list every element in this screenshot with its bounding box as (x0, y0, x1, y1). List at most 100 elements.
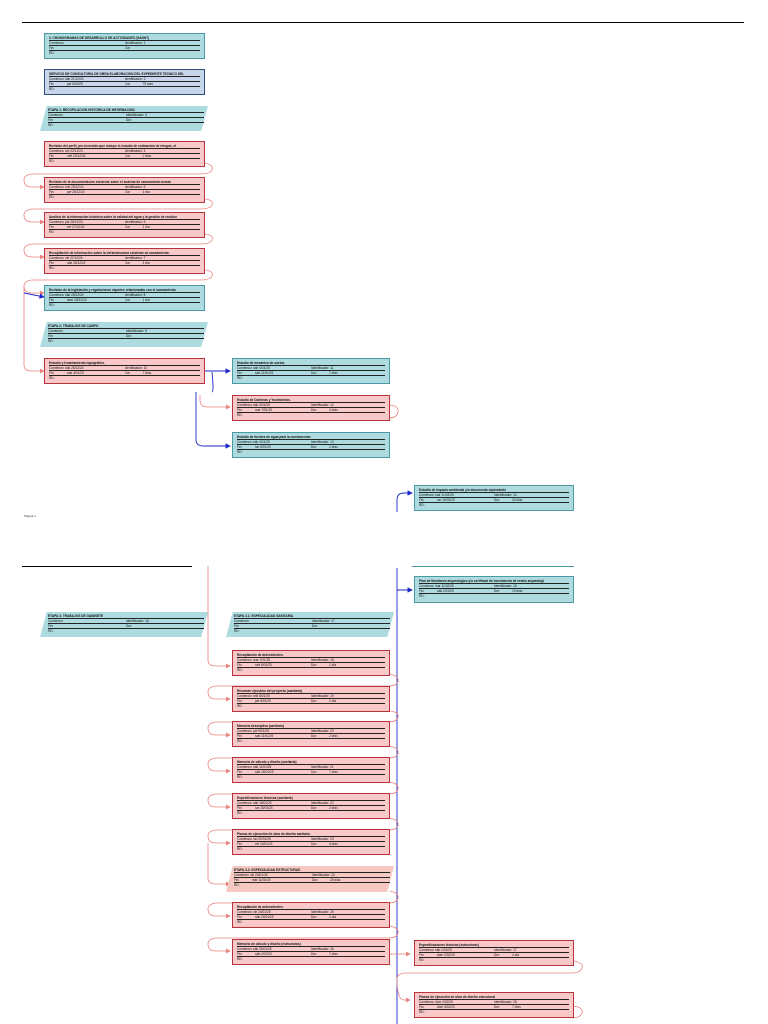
node-rd: RD: (49, 195, 55, 200)
node-fin-label: Fin: (48, 333, 54, 338)
node-id: Identificador: 5 (124, 184, 146, 189)
node-title: 3. CRONOGRAMAS DE DESARROLLO DE ACTIVIDA… (49, 36, 200, 41)
node-14[interactable]: Estudio de impacto ambiental y/o documen… (414, 485, 574, 511)
node-rd: RD: (49, 51, 55, 56)
node-20[interactable]: Memoria descriptiva (sanitaria) Comienzo… (232, 721, 390, 747)
node-23[interactable]: Planos de ejecución de obra de diseño sa… (232, 829, 390, 855)
node-title: Plan de Monitoreo arqueológico y/o certi… (419, 579, 569, 584)
node-title: Revisión de la legislación y regulacione… (49, 288, 200, 293)
node-end: mar 11/02/25 (252, 877, 271, 882)
node-start: Comienzo: vie 24/01/25 (237, 909, 271, 914)
node-5[interactable]: Revisión de la documentación existente s… (44, 177, 205, 203)
node-16[interactable]: ETAPA 3: TRABAJOS DE GABINETE Comienzo:I… (40, 612, 208, 637)
node-dur-label: Dur: (311, 662, 318, 667)
trunk-left (207, 566, 231, 669)
node-dur: 1 día (142, 297, 150, 302)
node-id: Identificador: 24 (312, 872, 335, 877)
node-dur-label: Dur: (494, 952, 501, 957)
node-rd: RD: (48, 123, 54, 128)
node-id: Identificador: 7 (124, 255, 146, 260)
node-dur: 7 días (329, 370, 338, 375)
node-8[interactable]: Revisión de la legislación y regulacione… (44, 285, 205, 311)
node-dur-label: Dur: (311, 951, 318, 956)
node-fin-label: Fin: (48, 623, 54, 628)
node-26[interactable]: Memoria de cálculo y diseño (estructuras… (232, 939, 390, 965)
node-start: Comienzo: (48, 618, 64, 623)
node-end: sáb 1/02/25 (255, 951, 272, 956)
node-start: Comienzo: sáb 4/01/25 (237, 439, 270, 444)
node-27[interactable]: Especificaciones técnicas (estructuras) … (414, 940, 574, 966)
node-4[interactable]: Revisión del perfil, pre-Inversión que i… (44, 141, 205, 167)
link-7-8 (23, 269, 213, 296)
node-dur-label: Dur: (126, 117, 133, 122)
node-10[interactable]: Estudio y levantamiento topográfico. Com… (44, 358, 205, 384)
node-dur: 2 días (329, 805, 338, 810)
node-6[interactable]: Análisis de la información histórica sob… (44, 212, 205, 238)
node-id: Identificador: 18 (311, 657, 334, 662)
node-fin-label: Fin: (237, 951, 243, 956)
node-dur: 1 día (329, 914, 337, 919)
node-fin-label: Fin: (48, 117, 54, 122)
node-end: mié 25/12/24 (67, 153, 86, 158)
node-dur: 7 días (512, 1004, 521, 1009)
node-17[interactable]: ETAPA 3.1: ESPECIALIDAD SANITARIA Comien… (226, 612, 394, 637)
node-rd: RD: (49, 159, 55, 164)
node-13[interactable]: Estudio de fuentes de agua para la const… (232, 432, 390, 458)
node-rd: RD: (234, 883, 240, 888)
node-dur: 1 día (329, 662, 337, 667)
node-28[interactable]: Planos de ejecución de obra de diseño es… (414, 992, 574, 1018)
node-dur-label: Dur: (124, 45, 131, 50)
node-15[interactable]: Plan de Monitoreo arqueológico y/o certi… (414, 576, 574, 603)
node-rd: RD: (419, 594, 425, 599)
node-25[interactable]: Recopilación de antecedentes. Comienzo: … (232, 902, 390, 928)
node-end: dom 29/12/24 (67, 297, 87, 302)
link-12-loop (380, 404, 399, 419)
node-2[interactable]: SERVICIO DE CONSULTORIA DE OBRA ELABORAC… (44, 69, 205, 95)
node-rd: RD: (49, 230, 55, 235)
node-1[interactable]: 3. CRONOGRAMAS DE DESARROLLO DE ACTIVIDA… (44, 33, 205, 59)
node-rd: RD: (237, 376, 243, 381)
node-dur-label: Dur: (124, 370, 131, 375)
node-end: lun 6/01/25 (255, 444, 271, 449)
node-21[interactable]: Memoria de cálculo y diseño (sanitaria) … (232, 757, 390, 783)
node-end: sáb 1/03/25 (437, 588, 454, 593)
node-dur-label: Dur: (126, 333, 133, 338)
node-title: Memoria de cálculo y diseño (sanitaria) (237, 760, 385, 765)
node-id: Identificador: 22 (311, 800, 334, 805)
node-title: Estudio de fuentes de agua para la const… (237, 435, 385, 440)
node-end: jue 6/03/25 (67, 81, 83, 86)
node-title: Recopilación de antecedentes. (237, 653, 385, 658)
node-12[interactable]: Estudio de Canteras y Yacimientos. Comie… (232, 395, 390, 421)
node-title: Recopilación de información sobre la inf… (49, 251, 200, 256)
node-end: vie 27/12/24 (67, 224, 85, 229)
node-end: sáb 25/01/25 (255, 914, 274, 919)
node-19[interactable]: Resumen ejecutivo del proyecto (sanitari… (232, 686, 390, 712)
node-18[interactable]: Recopilación de antecedentes. Comienzo: … (232, 650, 390, 676)
node-start: Comienzo: mié 25/12/24 (49, 184, 84, 189)
node-rd: RD: (237, 957, 243, 962)
node-title: ETAPA 3: TRABAJOS DE GABINETE (48, 614, 204, 619)
node-title: ETAPA 2: TRABAJOS DE CAMPO (48, 324, 204, 329)
node-title: Planos de ejecución de obra de diseño es… (419, 995, 569, 1000)
node-start: Comienzo: jue 26/12/24 (49, 219, 83, 224)
node-end: lun 10/03/25 (437, 497, 455, 502)
node-11[interactable]: Estudio de mecánica de suelos. Comienzo:… (232, 358, 390, 384)
node-fin-label: Fin: (49, 370, 55, 375)
node-7[interactable]: Recopilación de información sobre la inf… (44, 248, 205, 274)
link-to-14 (396, 490, 413, 512)
link-to-15 (396, 568, 413, 593)
node-3[interactable]: ETAPA 1: RECOPILACION HISTORICA DE INFOR… (40, 106, 208, 131)
link-22-23 (207, 817, 399, 846)
node-24[interactable]: ETAPA 3.2: ESPECIALIDAD ESTRUCTURAS Comi… (226, 866, 394, 892)
node-9[interactable]: ETAPA 2: TRABAJOS DE CAMPO Comienzo:Iden… (40, 322, 208, 347)
link-23-24 (207, 843, 231, 887)
node-dur: 4 días (329, 841, 338, 846)
node-id: Identificador: 26 (311, 946, 334, 951)
node-id: Identificador: 1 (124, 40, 146, 45)
node-fin-label: Fin: (419, 1004, 425, 1009)
node-id: Identificador: 25 (311, 909, 334, 914)
node-fin-label: Fin: (234, 623, 240, 628)
node-end: vie 24/01/25 (255, 841, 273, 846)
node-22[interactable]: Especificaciones técnicas (sanitaria) Co… (232, 793, 390, 819)
node-fin-label: Fin: (49, 189, 55, 194)
